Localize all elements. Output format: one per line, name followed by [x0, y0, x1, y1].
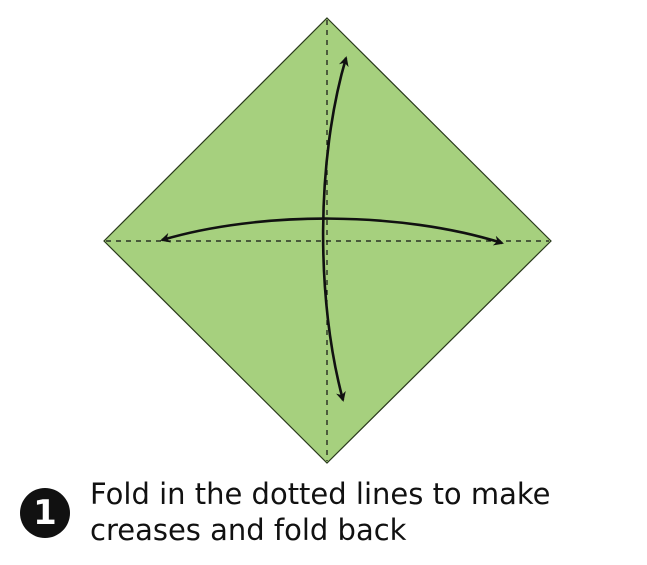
step-number-badge: 1 [20, 488, 70, 538]
step-instruction: Fold in the dotted lines to make creases… [90, 476, 630, 548]
vertical-fold-unfold-arrow [321, 56, 349, 402]
horizontal-fold-unfold-arrow [160, 217, 504, 246]
instruction-line-2: creases and fold back [90, 513, 407, 547]
step-caption: 1 Fold in the dotted lines to make creas… [20, 476, 640, 556]
instruction-line-1: Fold in the dotted lines to make [90, 477, 551, 511]
